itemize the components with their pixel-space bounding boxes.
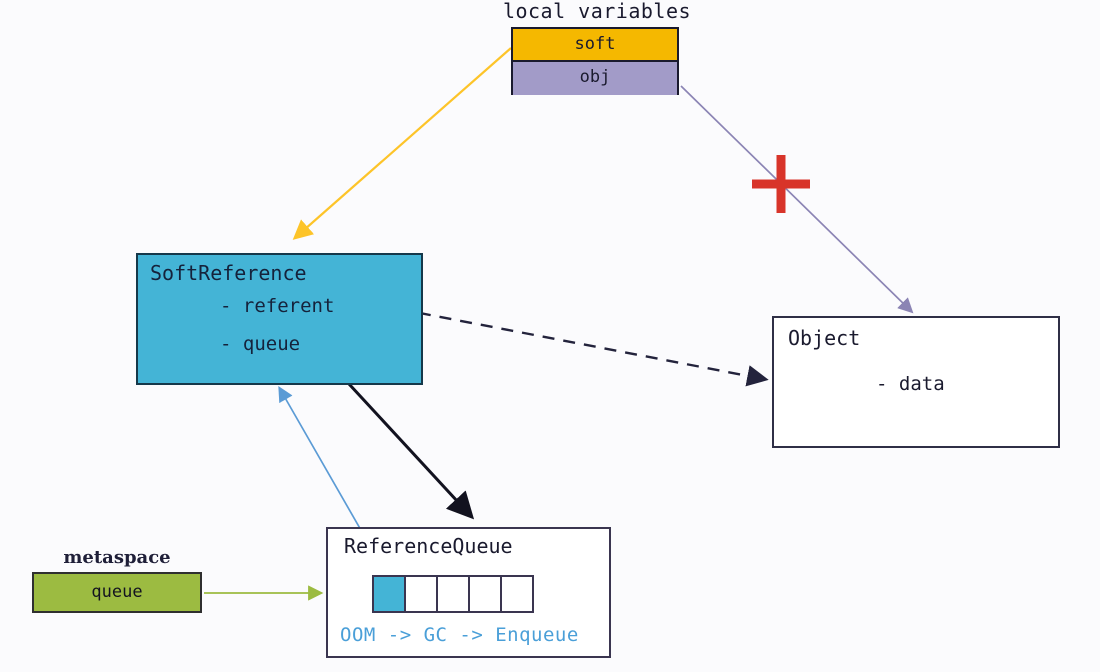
local-variables-title: local variables <box>502 0 692 23</box>
referencequeue-cell-2[interactable] <box>436 575 470 613</box>
referencequeue-cell-0[interactable] <box>372 575 406 613</box>
referencequeue-class-name: ReferenceQueue <box>344 534 513 558</box>
red-cross-marker <box>752 155 810 213</box>
object-class-name: Object <box>788 326 861 350</box>
softreference-field-referent: - referent <box>220 295 335 317</box>
referencequeue-cell-3[interactable] <box>468 575 502 613</box>
object-field-data: - data <box>876 373 945 395</box>
object-node[interactable]: Object - data <box>772 316 1060 448</box>
local-variables-box: soft obj <box>511 27 679 95</box>
edge-obj-to-object <box>680 85 914 314</box>
referencequeue-cell-1[interactable] <box>404 575 438 613</box>
referencequeue-cells <box>372 575 534 613</box>
metaspace-queue-box[interactable]: queue <box>32 572 202 613</box>
softreference-field-queue: - queue <box>220 333 301 355</box>
metaspace-title: metaspace <box>63 547 171 568</box>
local-variable-obj[interactable]: obj <box>513 62 677 95</box>
referencequeue-node[interactable]: ReferenceQueue OOM -> GC -> Enqueue <box>326 527 611 658</box>
edge-soft-to-softreference <box>292 47 512 240</box>
softreference-node[interactable]: SoftReference - referent - queue <box>136 253 423 385</box>
referencequeue-note: OOM -> GC -> Enqueue <box>340 624 579 646</box>
local-variable-soft[interactable]: soft <box>513 29 677 62</box>
referencequeue-cell-4[interactable] <box>500 575 534 613</box>
softreference-class-name: SoftReference <box>150 261 307 285</box>
